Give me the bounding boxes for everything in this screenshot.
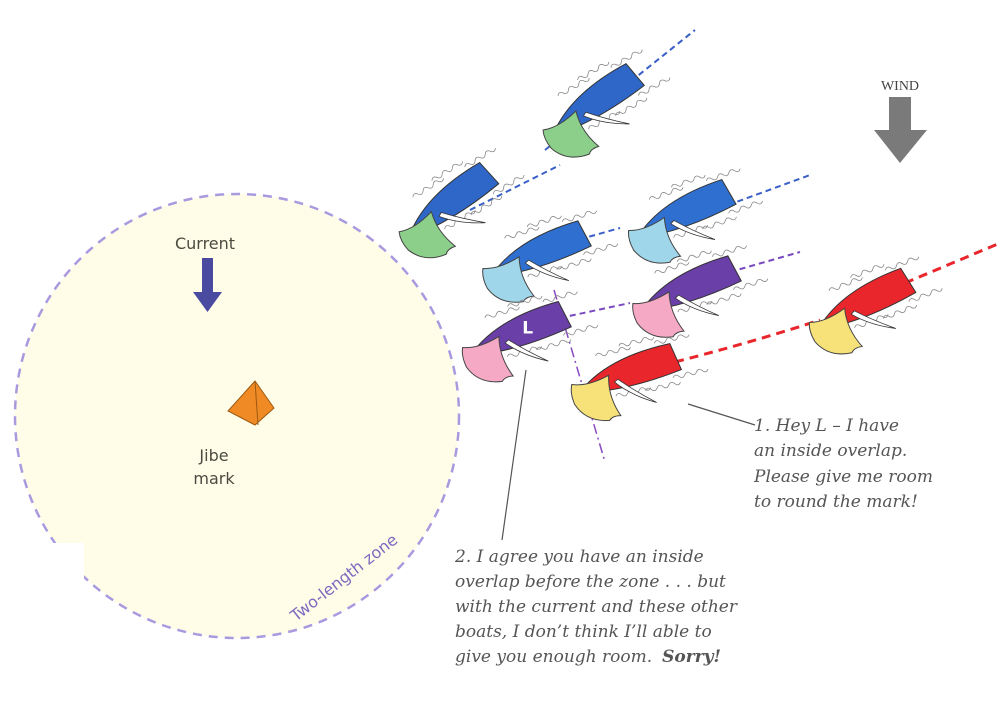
spinnaker-sail	[398, 210, 457, 259]
jib-sail	[613, 378, 657, 403]
wake-squiggle	[617, 334, 655, 349]
wake-squiggle	[644, 379, 682, 394]
wind-arrow-icon	[874, 97, 927, 163]
boat-blue-green-front	[542, 47, 672, 158]
boat-blue-lightblue-mid	[482, 208, 619, 303]
callout-1-line-1: 1. Hey L – I have	[754, 416, 899, 436]
callout-1-line-2: an inside overlap.	[754, 441, 907, 461]
boat-red-yellow-back	[808, 254, 944, 355]
spinnaker-sail	[570, 374, 622, 422]
wake-squiggle	[670, 172, 707, 190]
jib-sail	[674, 294, 720, 316]
jib-sail	[850, 310, 897, 329]
track-red-inside	[674, 318, 821, 364]
wake-squiggle	[541, 289, 579, 305]
track-lines	[469, 29, 1000, 463]
zone-cutout	[0, 543, 84, 711]
callout-2-line-3: with the current and these other	[455, 597, 738, 617]
boat-purple-pink-l: L	[461, 289, 599, 383]
wake-squiggle	[483, 304, 521, 321]
two-length-zone: Two-length zone	[0, 192, 461, 711]
callout-1-pointer	[687, 403, 756, 426]
wind-indicator: WIND	[874, 79, 927, 163]
callout-2-line-1: 2. I agree you have an inside	[454, 547, 704, 567]
jib-sail	[524, 259, 570, 281]
spinnaker-sail	[542, 110, 600, 158]
wake-squiggle	[676, 248, 713, 265]
jib-sail	[438, 212, 486, 224]
mark-pyramid-icon	[227, 380, 275, 426]
callout-1-line-4: to round the mark!	[754, 492, 918, 512]
mark-label-line1: Jibe	[198, 446, 228, 465]
callout-2-line-2: overlap before the zone . . . but	[455, 572, 726, 592]
callout-2-line-4: boats, I don’t think I’ll able to	[455, 622, 712, 642]
current-label: Current	[175, 234, 235, 253]
boat-purple-pink-back	[632, 243, 769, 338]
jibe-mark: Jibe mark	[193, 380, 275, 488]
track-blue-lead	[469, 164, 561, 211]
wake-squiggle	[561, 208, 598, 225]
callout-2-line-5-text: give you enough room.	[455, 647, 652, 667]
wind-label: WIND	[881, 79, 919, 94]
callout-2-line-5: give you enough room. Sorry!	[455, 647, 721, 667]
mark-label-line2: mark	[193, 469, 235, 488]
boat-blue-green-lead	[398, 145, 526, 259]
boats: L	[398, 47, 944, 422]
track-purple-l	[559, 302, 631, 319]
track-red-back	[904, 241, 1000, 285]
spinnaker-sail	[632, 290, 685, 338]
track-purple-back	[729, 251, 801, 273]
spinnaker-sail	[482, 255, 535, 303]
spinnaker-sail	[461, 335, 515, 383]
jib-sail	[582, 111, 630, 125]
track-blue-back	[727, 174, 811, 206]
callout-1-line-3: Please give me room	[753, 467, 933, 487]
current-indicator: Current	[175, 234, 235, 312]
spinnaker-sail	[627, 216, 682, 264]
callout-1: 1. Hey L – I have an inside overlap. Ple…	[687, 403, 933, 512]
track-blue-mid	[569, 227, 621, 243]
callout-2-emphasis: Sorry!	[662, 647, 721, 667]
boat-red-yellow-inside	[570, 332, 709, 422]
wake-squiggle	[711, 243, 748, 260]
wake-squiggle	[594, 344, 632, 359]
callout-2: 2. I agree you have an inside overlap be…	[454, 369, 738, 667]
wake-squiggle	[705, 166, 742, 184]
jib-sail	[504, 339, 549, 362]
jib-sail	[670, 219, 716, 240]
boat-blue-lightblue-back	[627, 166, 764, 264]
wake-squiggle	[526, 213, 563, 230]
boat-letter-label: L	[522, 319, 533, 339]
callout-2-pointer	[501, 369, 527, 541]
spinnaker-sail	[808, 307, 864, 355]
current-arrow-icon	[193, 258, 222, 312]
